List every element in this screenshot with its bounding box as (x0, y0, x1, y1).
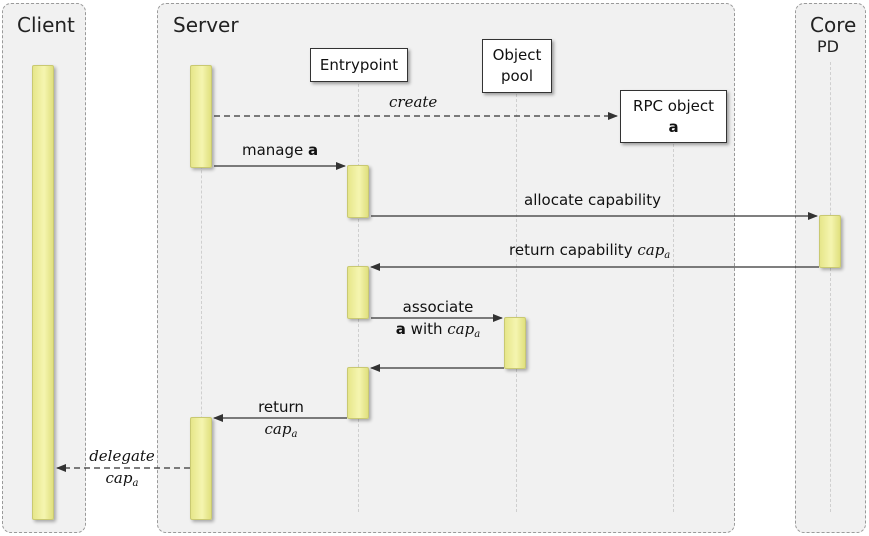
return-to-server-line1: return (258, 398, 304, 416)
rpc-object-label-line2: a (668, 117, 679, 136)
return-to-server-line2: capa (246, 418, 316, 446)
core-lifeline (830, 62, 831, 512)
core-title: Core (810, 13, 857, 37)
associate-object: a (395, 320, 406, 338)
manage-object: a (308, 141, 319, 159)
core-subtitle: PD (817, 37, 839, 56)
return-capability-sub: a (664, 250, 671, 261)
rpc-object-label-line1: RPC object (633, 96, 714, 115)
object-pool-label-line2: pool (500, 67, 534, 85)
associate-line2: a with capa (388, 318, 488, 346)
entrypoint-activation-1 (347, 165, 369, 218)
associate-sub: a (474, 329, 481, 340)
associate-with: with (405, 320, 448, 338)
return-to-server-cap: cap (264, 420, 292, 438)
object-pool-label-line1: Object (492, 46, 542, 64)
delegate-sub: a (132, 478, 139, 489)
server-lifeline (201, 90, 202, 520)
entrypoint-activation-3 (347, 367, 369, 419)
entrypoint-activation-2 (347, 266, 369, 319)
entrypoint-box: Entrypoint (310, 48, 408, 82)
return-capability-label: return capability capa (509, 241, 670, 261)
associate-line1: associate (402, 298, 474, 316)
return-capability-text: return capability (509, 241, 638, 259)
client-activation (32, 65, 54, 520)
client-title: Client (17, 13, 75, 37)
rpc-object-lifeline (673, 144, 674, 512)
allocate-label: allocate capability (524, 191, 661, 209)
return-capability-cap: cap (637, 241, 665, 259)
associate-label: associate a with capa (388, 296, 488, 346)
return-to-server-sub: a (291, 429, 298, 440)
core-activation (819, 215, 841, 268)
object-pool-box: Object pool (482, 39, 552, 93)
server-activation-2 (190, 417, 212, 520)
server-activation-1 (190, 65, 212, 168)
delegate-line1: delegate (89, 447, 155, 465)
manage-label: manage a (242, 141, 318, 159)
delegate-line2: capa (83, 467, 161, 495)
object-pool-lifeline (516, 94, 517, 512)
manage-text: manage (242, 141, 309, 159)
object-pool-activation (504, 317, 526, 369)
associate-cap: cap (447, 320, 475, 338)
entrypoint-label: Entrypoint (319, 55, 399, 74)
delegate-cap: cap (105, 469, 133, 487)
server-title: Server (173, 13, 239, 37)
create-label: create (389, 93, 438, 111)
return-to-server-label: return capa (246, 396, 316, 446)
rpc-object-box: RPC object a (620, 90, 727, 143)
delegate-label: delegate capa (83, 445, 161, 495)
